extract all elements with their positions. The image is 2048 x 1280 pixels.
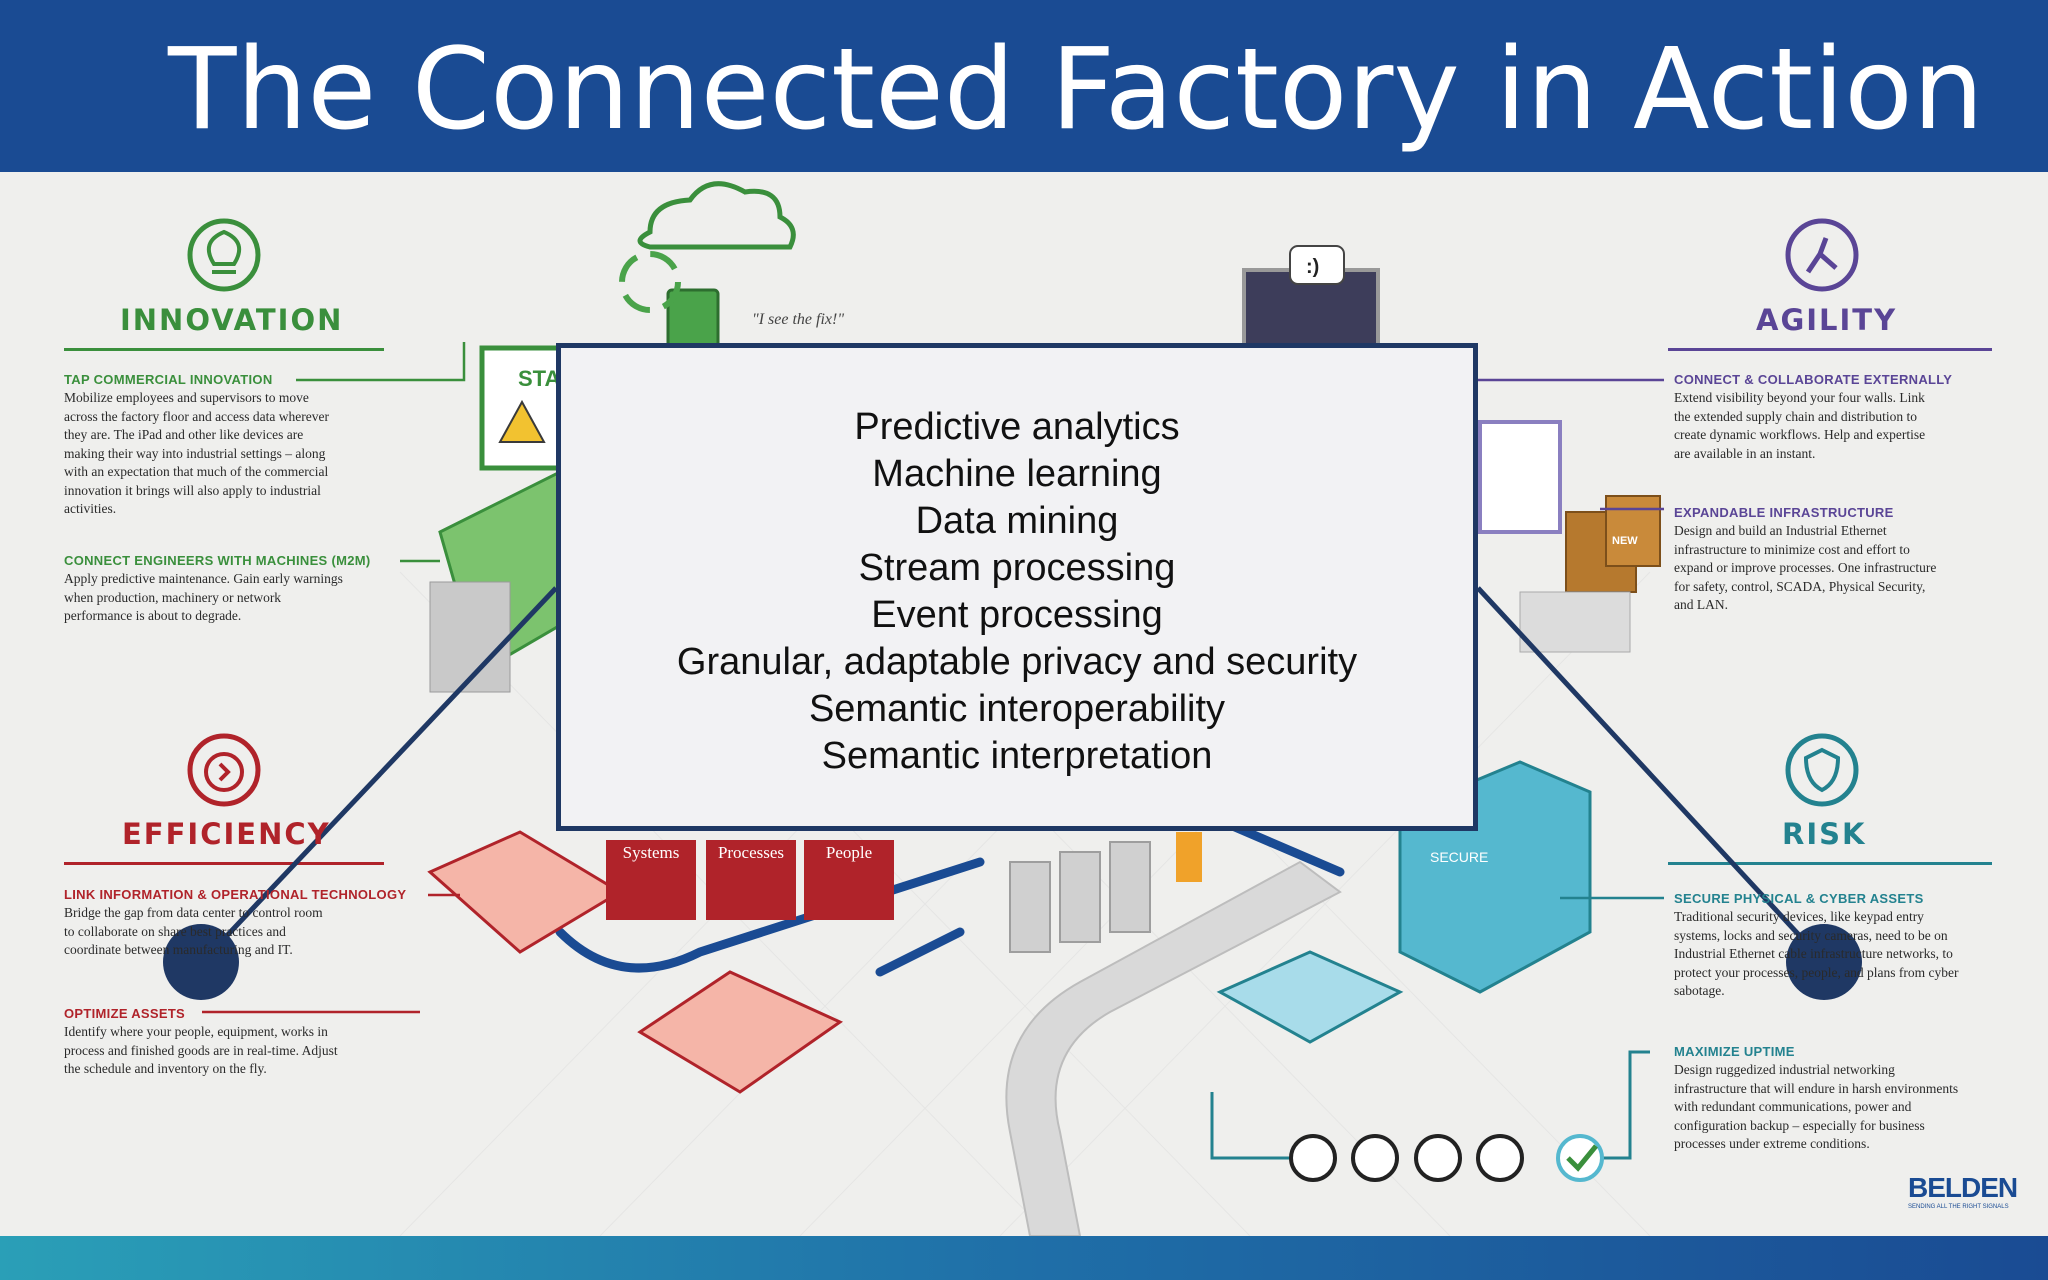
risk-platform [1216, 950, 1404, 1044]
efficiency-platform-center [637, 970, 844, 1094]
systems-panel [606, 840, 696, 920]
sign-text: STA [518, 366, 560, 391]
agility-item-heading: EXPANDABLE INFRASTRUCTURE [1674, 505, 1894, 520]
running-figure-icon [1785, 218, 1859, 292]
processes-label: Processes [718, 843, 784, 862]
overlay-line: Machine learning [872, 453, 1162, 495]
innovation-title: INNOVATION [120, 303, 344, 337]
people-panel [804, 840, 894, 920]
box-label: NEW [1612, 535, 1638, 547]
efficiency-rule [64, 862, 384, 865]
vibration-icon [1414, 1134, 1462, 1182]
footer-bar [0, 1236, 2048, 1280]
shipping-box [1605, 495, 1661, 567]
overlay-line: Granular, adaptable privacy and security [676, 641, 1358, 683]
innovation-item-heading: TAP COMMERCIAL INNOVATION [64, 372, 273, 387]
efficiency-title: EFFICIENCY [122, 817, 331, 851]
slide-title: The Connected Factory in Action [168, 25, 1984, 155]
orange-pillar [1176, 832, 1202, 882]
belden-tagline: SENDING ALL THE RIGHT SIGNALS [1908, 1204, 2009, 1210]
belden-logo: BELDEN [1908, 1172, 2018, 1203]
planning-board [1478, 420, 1562, 534]
efficiency-item-heading: LINK INFORMATION & OPERATIONAL TECHNOLOG… [64, 887, 407, 902]
risk-bracket [1210, 1092, 1320, 1160]
efficiency-item-heading: OPTIMIZE ASSETS [64, 1006, 186, 1021]
overlay-line: Semantic interoperability [808, 688, 1226, 730]
systems-label: Systems [623, 843, 680, 862]
innovation-item-text: Mobilize employees and supervisors to mo… [64, 390, 329, 516]
pointer-line-left [200, 586, 558, 964]
risk-item-heading: SECURE PHYSICAL & CYBER ASSETS [1674, 891, 1924, 906]
agility-item-text: Extend visibility beyond your four walls… [1674, 390, 1926, 461]
check-icon [1556, 1134, 1604, 1182]
innovation-rule [64, 348, 384, 351]
efficiency-item-text: Identify where your people, equipment, w… [64, 1024, 338, 1076]
hazard-icons [1289, 1134, 1604, 1182]
innovation-item-heading: CONNECT ENGINEERS WITH MACHINES (M2M) [64, 553, 371, 568]
smiley-text: :) [1306, 256, 1319, 278]
water-icon [1351, 1134, 1399, 1182]
risk-bracket [1580, 1050, 1650, 1160]
analytics-overlay-box: Predictive analytics Machine learning Da… [556, 343, 1478, 831]
quote-text: "I see the fix!" [752, 311, 844, 328]
risk-item-heading: MAXIMIZE UPTIME [1674, 1044, 1795, 1059]
agility-item-heading: CONNECT & COLLABORATE EXTERNALLY [1674, 372, 1953, 387]
innovation-item-text: Apply predictive maintenance. Gain early… [64, 571, 343, 623]
pointer-line-right [1476, 586, 1826, 964]
efficiency-item-text: Bridge the gap from data center to contr… [64, 905, 323, 957]
fire-icon [1289, 1134, 1337, 1182]
conveyor-belt [1005, 860, 1342, 1236]
risk-item-text: Traditional security devices, like keypa… [1674, 909, 1959, 998]
risk-rule [1668, 862, 1992, 865]
overlay-line: Stream processing [858, 547, 1176, 589]
cloud-icon [637, 181, 796, 250]
processes-panel [706, 840, 796, 920]
server-cabinet [429, 581, 511, 693]
title-bar [0, 0, 2048, 172]
agility-title: AGILITY [1756, 303, 1898, 337]
stopwatch-icon [187, 733, 261, 807]
pointer-dot-left [163, 924, 239, 1000]
agility-item-text: Design and build an Industrial Ethernet … [1674, 523, 1937, 612]
leader-line [296, 342, 466, 382]
secure-label: SECURE [1430, 849, 1488, 865]
pointer-dot-right [1786, 924, 1862, 1000]
shield-icon [1785, 733, 1859, 807]
overlay-line: Predictive analytics [854, 406, 1180, 448]
lightbulb-icon [187, 218, 261, 292]
overlay-line: Event processing [871, 594, 1163, 636]
overlay-line: Data mining [915, 500, 1119, 542]
risk-item-text: Design ruggedized industrial networking … [1674, 1062, 1959, 1151]
people-label: People [826, 843, 872, 862]
overlay-line: Semantic interpretation [821, 735, 1213, 777]
server-racks [1009, 841, 1151, 953]
risk-title: RISK [1782, 817, 1867, 851]
agility-rule [1668, 348, 1992, 351]
speech-bubble [1289, 245, 1345, 285]
warning-triangle [498, 399, 546, 443]
lego-blocks [1519, 591, 1631, 653]
lightning-icon [1476, 1134, 1524, 1182]
